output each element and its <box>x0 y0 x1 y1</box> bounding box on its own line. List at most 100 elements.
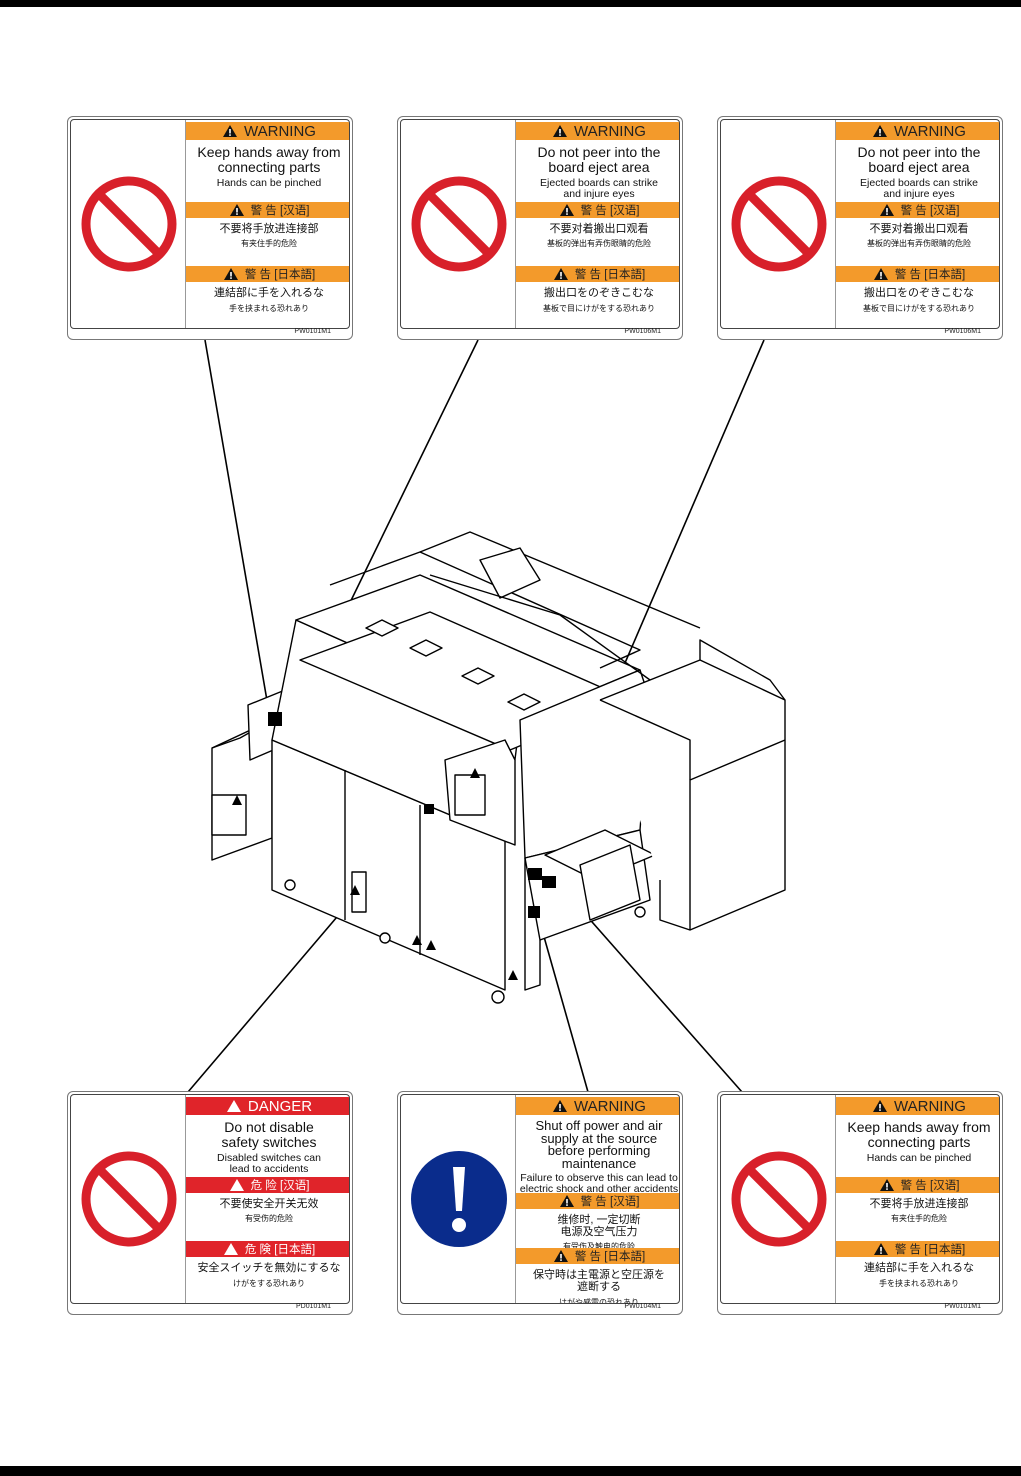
header-jp-text: 警 告 [日本語] <box>894 1244 966 1256</box>
header-en-text: WARNING <box>574 1097 646 1115</box>
en-main-line: Shut off power and air <box>535 1118 663 1133</box>
prohibition-icon <box>81 176 177 272</box>
header-cn: 警 告 [汉语] <box>186 202 349 218</box>
header-cn-text: 警 告 [汉语] <box>580 1196 640 1208</box>
en-main-line: board eject area <box>868 159 970 175</box>
cn-sub-line: 基板的弹出有弄伤眼睛的危险 <box>867 239 971 248</box>
jp-sub-line: 基板で目にけがをする恐れあり <box>543 304 655 313</box>
header-jp-text: 警 告 [日本語] <box>574 269 646 281</box>
en-sub-line: Hands can be pinched <box>216 177 322 189</box>
header-en: DANGER <box>186 1097 349 1115</box>
en-main-line: Do not disable <box>224 1119 314 1135</box>
header-jp-text: 警 告 [日本語] <box>894 269 966 281</box>
en-main-line: Do not peer into the <box>537 144 661 160</box>
label-location-1 <box>268 712 282 726</box>
label-location-5 <box>528 906 540 918</box>
jp-main-line: 連結部に手を入れるな <box>864 1262 974 1274</box>
en-sub-line: lead to accidents <box>229 1163 309 1175</box>
warning-triangle-icon <box>559 204 574 216</box>
bottom-rule <box>0 1466 1021 1476</box>
header-cn: 警 告 [汉语] <box>516 202 679 218</box>
warning-triangle-icon <box>879 1179 894 1191</box>
en-sub-line: Ejected boards can strike <box>860 177 978 189</box>
jp-sub-line: 手を挟まれる恐れあり <box>879 1279 959 1288</box>
header-cn: 警 告 [汉语] <box>836 202 999 218</box>
warning-triangle-icon <box>223 1243 238 1255</box>
label-location-3 <box>528 868 542 880</box>
label-part-code: PW0101M1 <box>944 1303 981 1310</box>
header-jp: 危 険 [日本語] <box>186 1241 349 1257</box>
header-jp: 警 告 [日本語] <box>836 1241 999 1257</box>
header-cn: 警 告 [汉语] <box>836 1177 999 1193</box>
header-jp: 警 告 [日本語] <box>836 266 999 282</box>
cn-sub-line: 有夹住手的危险 <box>891 1214 947 1223</box>
warning-triangle-icon <box>553 125 568 137</box>
label-part-code: PW0101M1 <box>294 328 331 335</box>
en-main-line: Keep hands away from <box>197 144 341 160</box>
header-cn-text: 警 告 [汉语] <box>250 205 310 217</box>
header-cn-text: 警 告 [汉语] <box>900 205 960 217</box>
en-sub-line: and injure eyes <box>883 188 955 200</box>
header-en: WARNING <box>186 122 349 140</box>
label-part-code: PW0104M1 <box>624 1303 661 1310</box>
mandatory-action-icon <box>411 1151 507 1247</box>
warning-triangle-icon <box>873 1243 888 1255</box>
cn-sub-line: 基板的弹出有弄伤眼睛的危险 <box>547 239 651 248</box>
warning-triangle-icon <box>226 1100 241 1112</box>
header-en-text: WARNING <box>574 122 646 140</box>
jp-sub-line: 手を挟まれる恐れあり <box>229 304 309 313</box>
en-sub-line: Ejected boards can strike <box>540 177 658 189</box>
en-main-line: connecting parts <box>217 159 321 175</box>
cn-main-line: 不要对着搬出口观看 <box>869 223 969 235</box>
header-cn-text: 警 告 [汉语] <box>580 205 640 217</box>
jp-sub-line: 基板で目にけがをする恐れあり <box>863 304 975 313</box>
header-en: WARNING <box>516 122 679 140</box>
header-en: WARNING <box>516 1097 679 1115</box>
en-main-line: board eject area <box>548 159 650 175</box>
prohibition-icon <box>731 1151 827 1247</box>
label-location-2 <box>424 804 434 814</box>
cn-main-line: 不要将手放进连接部 <box>869 1198 969 1210</box>
en-main-line: before performing <box>547 1143 651 1158</box>
en-main-line: maintenance <box>561 1155 637 1171</box>
en-sub-line: Hands can be pinched <box>866 1152 972 1164</box>
jp-main-line: 保守時は主電源と空圧源を <box>533 1269 665 1281</box>
header-en-text: WARNING <box>894 1097 966 1115</box>
header-cn-text: 危 险 [汉语] <box>250 1180 310 1192</box>
top-rule <box>0 0 1021 7</box>
jp-sub-line: けがをする恐れあり <box>233 1279 305 1288</box>
header-en-text: DANGER <box>247 1097 313 1115</box>
en-main-line: Keep hands away from <box>847 1119 991 1135</box>
warning-triangle-icon <box>553 1250 568 1262</box>
warning-triangle-icon <box>873 268 888 280</box>
en-main-line: connecting parts <box>867 1134 971 1150</box>
jp-main-line: 搬出口をのぞきこむな <box>544 287 654 299</box>
header-jp: 警 告 [日本語] <box>516 1248 679 1264</box>
warning-triangle-icon <box>873 125 888 137</box>
header-jp-text: 警 告 [日本語] <box>574 1251 646 1263</box>
label-location-4 <box>542 876 556 888</box>
en-sub-line: electric shock and other accidents <box>519 1183 679 1195</box>
label-part-code: PW0106M1 <box>944 328 981 335</box>
jp-main-line: 遮断する <box>577 1281 621 1293</box>
cn-main-line: 电源及空气压力 <box>560 1226 638 1238</box>
cn-main-line: 不要将手放进连接部 <box>219 223 319 235</box>
warning-triangle-icon <box>223 125 238 137</box>
warning-triangle-icon <box>873 1100 888 1112</box>
jp-main-line: 連結部に手を入れるな <box>214 287 324 299</box>
en-sub-line: Failure to observe this can lead to <box>520 1172 678 1184</box>
prohibition-icon <box>731 176 827 272</box>
header-jp: 警 告 [日本語] <box>516 266 679 282</box>
